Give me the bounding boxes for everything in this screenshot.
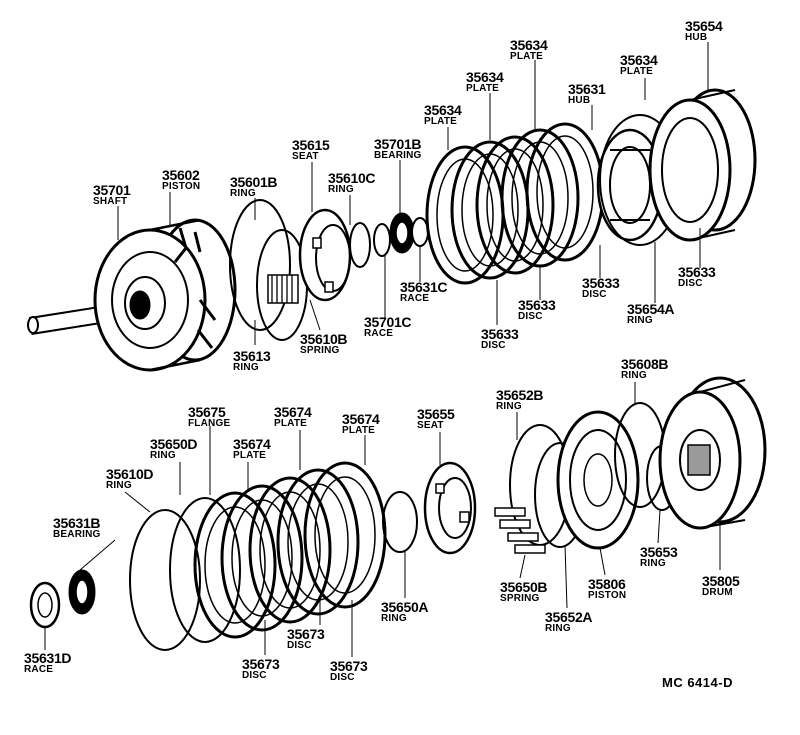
bearing-35701B-drawing — [389, 212, 415, 254]
drum-35805-drawing — [658, 376, 767, 530]
piston-35806-drawing — [556, 410, 640, 550]
race-35701C-drawing — [373, 223, 391, 257]
hub-35654-drawing — [648, 88, 757, 242]
ring-35650A-drawing — [382, 491, 418, 553]
ring-35650D-drawing — [169, 497, 241, 643]
clutch-pack-top-drawing — [425, 122, 605, 285]
ring-35601B-drawing — [229, 199, 291, 331]
ring-35610C-drawing — [349, 222, 371, 268]
seat-35615-drawing — [298, 208, 352, 302]
diagram-code: MC 6414-D — [662, 675, 733, 690]
ring-35610D-drawing — [129, 509, 201, 651]
clutch-pack-bottom-drawing — [193, 461, 387, 639]
leader-lines — [44, 42, 721, 657]
bearing-35631B-drawing — [68, 569, 96, 615]
race-35631C-drawing — [411, 217, 429, 247]
race-35631D-drawing — [29, 581, 61, 629]
spring-35610B-drawing — [267, 274, 299, 304]
seat-35655-drawing — [423, 461, 477, 555]
spring-35650B-drawing — [494, 507, 546, 554]
piston-35602-drawing — [93, 218, 237, 372]
